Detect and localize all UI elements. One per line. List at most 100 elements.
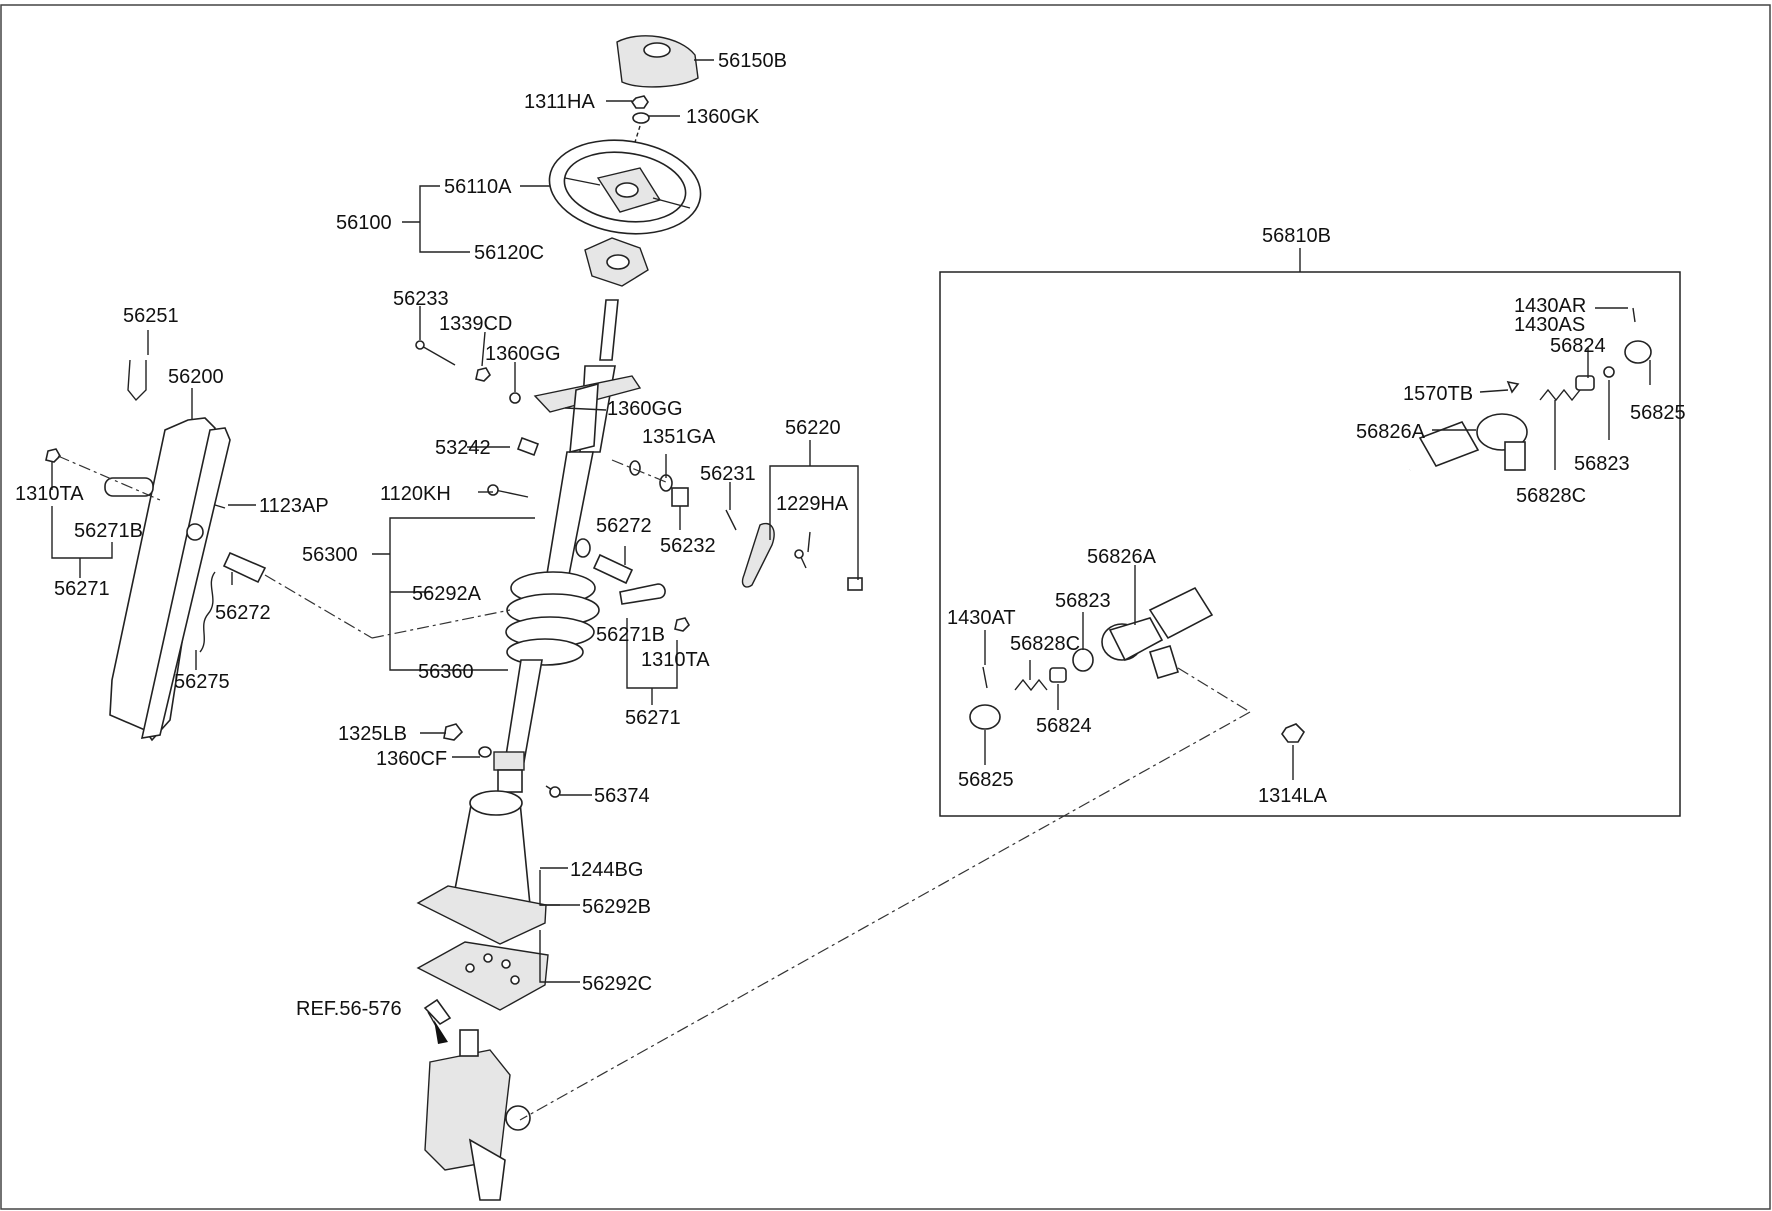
label-56271-b[interactable]: 56271: [625, 707, 681, 729]
label-1430AR[interactable]: 1430AR: [1514, 295, 1586, 317]
column-bracket-part[interactable]: [45, 359, 267, 742]
label-56826A-b[interactable]: 56826A: [1087, 546, 1157, 568]
lower-shaft-part[interactable]: [493, 659, 543, 793]
floor-plate-part[interactable]: [416, 941, 549, 1011]
label-ref-56-576[interactable]: REF.56-576: [296, 998, 402, 1020]
bracket-56271B-part[interactable]: [619, 583, 666, 605]
nut-1325LB-part[interactable]: [443, 723, 464, 741]
nut-1339CD-part[interactable]: [475, 367, 491, 382]
label-1314LA[interactable]: 1314LA: [1258, 785, 1328, 807]
label-56810B[interactable]: 56810B: [1262, 225, 1331, 247]
part-labels: 56150B 1311HA 1360GK 56110A 56100 56120C…: [15, 50, 1686, 1020]
cable-end-housing-part[interactable]: [1476, 413, 1528, 471]
label-1360GK[interactable]: 1360GK: [686, 106, 760, 128]
label-56292A[interactable]: 56292A: [412, 583, 482, 605]
nut-1310TA-part[interactable]: [674, 617, 690, 632]
spring-56828C-lower-part[interactable]: [1014, 678, 1048, 692]
steering-wheel-part[interactable]: [543, 131, 706, 243]
label-1570TB[interactable]: 1570TB: [1403, 383, 1473, 405]
label-56824-a[interactable]: 56824: [1550, 335, 1606, 357]
label-1229HA[interactable]: 1229HA: [776, 493, 849, 515]
label-56272-b[interactable]: 56272: [596, 515, 652, 537]
lever-56220-part[interactable]: [741, 522, 775, 588]
wheel-nut-part[interactable]: [626, 95, 650, 169]
label-56231[interactable]: 56231: [700, 463, 756, 485]
washer-1360GG-part[interactable]: [629, 460, 641, 476]
label-1325LB[interactable]: 1325LB: [338, 723, 407, 745]
spring-56828C-part[interactable]: [1539, 388, 1581, 402]
clip-1570TB-part[interactable]: [1506, 380, 1520, 394]
label-1310TA-a[interactable]: 1310TA: [15, 483, 84, 505]
column-shroud-part[interactable]: [416, 790, 547, 945]
label-1360GG-a[interactable]: 1360GG: [485, 343, 561, 365]
label-56271-a[interactable]: 56271: [54, 578, 110, 600]
label-56292C[interactable]: 56292C: [582, 973, 652, 995]
label-1120KH[interactable]: 1120KH: [380, 483, 451, 505]
label-56251[interactable]: 56251: [123, 305, 179, 327]
bushing-56232-part[interactable]: [671, 487, 689, 507]
label-1360CF[interactable]: 1360CF: [376, 748, 447, 770]
horn-pad-part[interactable]: [616, 35, 699, 88]
label-56823-a[interactable]: 56823: [1574, 453, 1630, 475]
label-56271B-a[interactable]: 56271B: [74, 520, 143, 542]
spacer-56272-part[interactable]: [575, 538, 634, 585]
dashed-connection-lines: [57, 455, 1251, 1121]
label-56275[interactable]: 56275: [174, 671, 230, 693]
label-56824-b[interactable]: 56824: [1036, 715, 1092, 737]
cable-assembly-box: [939, 271, 1681, 817]
bushing-56824-part[interactable]: [1575, 375, 1595, 391]
column-boot-part[interactable]: [505, 571, 600, 666]
label-1430AS[interactable]: 1430AS: [1514, 314, 1585, 336]
shift-cable-part[interactable]: [1148, 421, 1480, 640]
label-1244BG[interactable]: 1244BG: [570, 859, 643, 881]
label-56150B[interactable]: 56150B: [718, 50, 787, 72]
label-56232[interactable]: 56232: [660, 535, 716, 557]
label-56292B[interactable]: 56292B: [582, 896, 651, 918]
steering-gear-box-part[interactable]: [423, 998, 531, 1201]
screw-1123AP-part[interactable]: [214, 504, 226, 509]
label-56110A[interactable]: 56110A: [444, 176, 512, 198]
bolt-1120KH-part[interactable]: [487, 484, 529, 498]
label-56823-b[interactable]: 56823: [1055, 590, 1111, 612]
cap-56220-part[interactable]: [847, 577, 863, 591]
label-56828C-b[interactable]: 56828C: [1010, 633, 1080, 655]
label-56360[interactable]: 56360: [418, 661, 474, 683]
bushing-56824-lower-part[interactable]: [1049, 667, 1067, 683]
label-53242[interactable]: 53242: [435, 437, 491, 459]
cap-56825-lower-part[interactable]: [969, 704, 1001, 730]
label-56100[interactable]: 56100: [336, 212, 392, 234]
label-56828C-a[interactable]: 56828C: [1516, 485, 1586, 507]
label-1360GG-b[interactable]: 1360GG: [607, 398, 683, 420]
steering-column-part[interactable]: [533, 299, 642, 581]
cap-56825-part[interactable]: [1603, 340, 1652, 378]
label-56825-b[interactable]: 56825: [958, 769, 1014, 791]
label-56825-a[interactable]: 56825: [1630, 402, 1686, 424]
pin-1430AT-part[interactable]: [982, 666, 988, 689]
washer-1360CF-part[interactable]: [478, 746, 492, 758]
bolt-56233-part[interactable]: [415, 340, 456, 366]
label-1310TA-b[interactable]: 1310TA: [641, 649, 710, 671]
screw-56231-part[interactable]: [725, 509, 737, 531]
label-56272-a[interactable]: 56272: [215, 602, 271, 624]
label-56300[interactable]: 56300: [302, 544, 358, 566]
wheel-hub-plate-part[interactable]: [584, 237, 649, 287]
label-56200[interactable]: 56200: [168, 366, 224, 388]
label-56120C[interactable]: 56120C: [474, 242, 544, 264]
cable-tee-fitting-part[interactable]: [1072, 617, 1180, 679]
pin-1430AR-part[interactable]: [1632, 307, 1636, 323]
bolt-56374-part[interactable]: [545, 785, 561, 798]
label-1123AP[interactable]: 1123AP: [259, 495, 329, 517]
label-56826A-a[interactable]: 56826A: [1356, 421, 1426, 443]
nut-1314LA-part[interactable]: [1281, 723, 1306, 743]
nut-1360GG-part[interactable]: [509, 392, 521, 404]
label-56271B-b[interactable]: 56271B: [596, 624, 665, 646]
label-1339CD[interactable]: 1339CD: [439, 313, 512, 335]
label-56374[interactable]: 56374: [594, 785, 650, 807]
label-56233[interactable]: 56233: [393, 288, 449, 310]
label-56220[interactable]: 56220: [785, 417, 841, 439]
label-1430AT[interactable]: 1430AT: [947, 607, 1016, 629]
label-1311HA[interactable]: 1311HA: [524, 91, 595, 113]
screw-1229HA-part[interactable]: [794, 549, 807, 569]
pin-53242-part[interactable]: [516, 436, 540, 457]
label-1351GA[interactable]: 1351GA: [642, 426, 716, 448]
